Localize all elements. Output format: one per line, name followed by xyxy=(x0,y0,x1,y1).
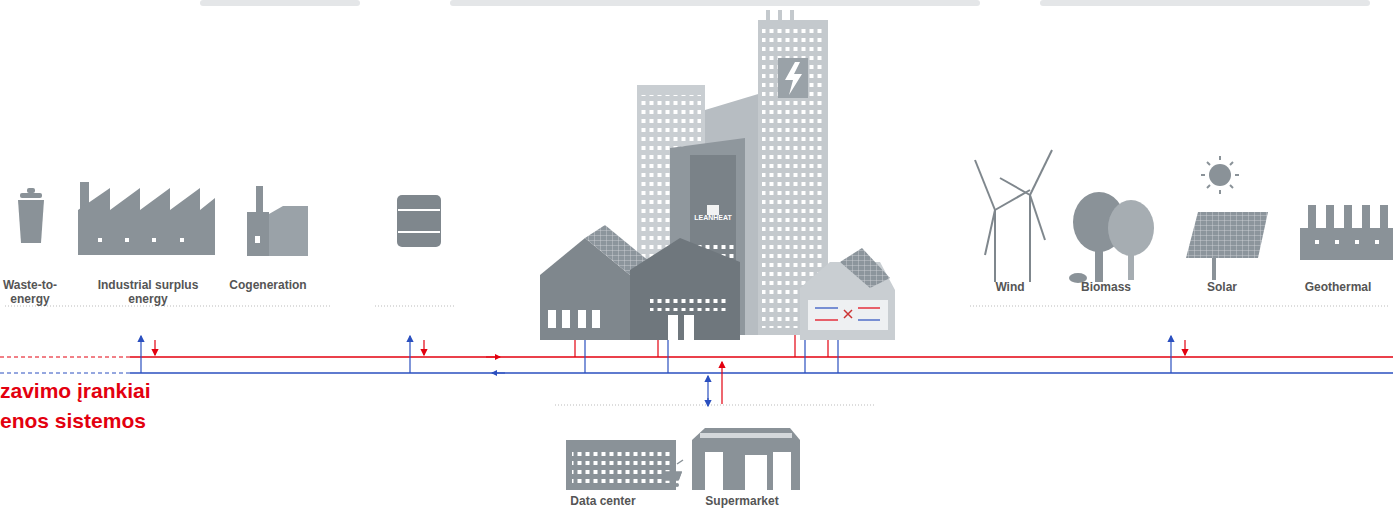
consumer-label: Data center xyxy=(558,495,648,509)
source-label: Solar xyxy=(1192,281,1252,295)
source-label: Industrial surplus energy xyxy=(83,279,213,307)
source-label: Cogeneration xyxy=(218,279,318,293)
heading-fragment: enos sistemos xyxy=(0,408,146,433)
source-label: Waste-to-energy xyxy=(0,279,61,307)
source-label: Geothermal xyxy=(1293,281,1383,295)
source-label: Biomass xyxy=(1071,281,1141,295)
heading-fragment: zavimo įrankiai xyxy=(0,378,151,403)
logo-text: LEANHEAT xyxy=(693,214,733,222)
source-label: Wind xyxy=(985,281,1035,295)
consumer-label: Supermarket xyxy=(692,495,792,509)
